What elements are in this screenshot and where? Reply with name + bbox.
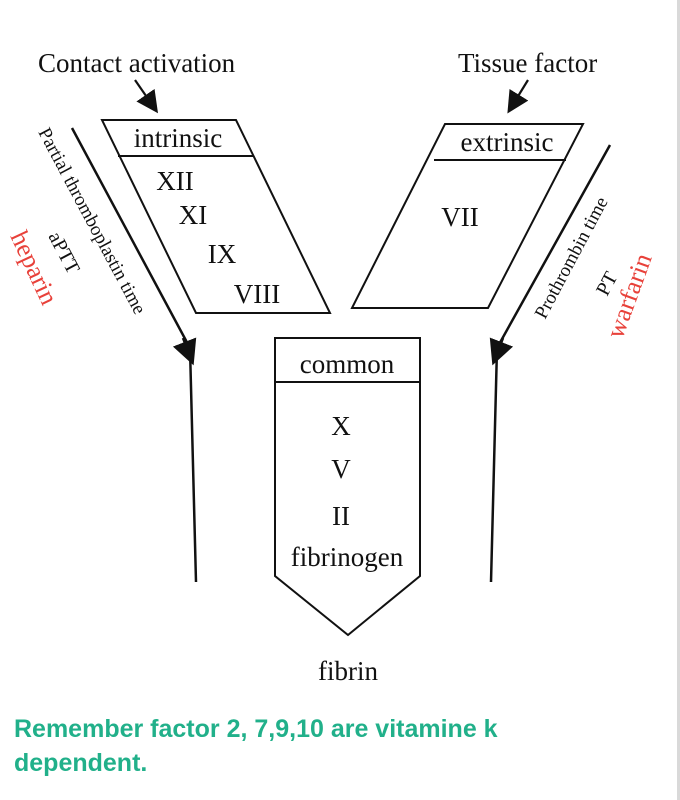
contact-activation-arrow <box>134 79 159 114</box>
intrinsic-factor: XI <box>179 200 208 230</box>
tissue-factor-arrow <box>507 79 529 114</box>
common-factor: II <box>332 501 350 531</box>
intrinsic-label: intrinsic <box>134 123 223 153</box>
extrinsic-pathway-box <box>350 123 585 309</box>
intrinsic-factor: XII <box>156 166 193 196</box>
pt-pathway-arrow <box>489 337 514 366</box>
intrinsic-pathway-box <box>100 119 332 314</box>
intrinsic-factor: IX <box>208 239 237 269</box>
tissue-factor-label: Tissue factor <box>458 48 597 78</box>
common-factor: X <box>331 411 351 441</box>
common-label: common <box>300 349 395 379</box>
extrinsic-factor: VII <box>441 202 478 232</box>
right-frame-edge <box>677 0 680 800</box>
contact-activation-label: Contact activation <box>38 48 236 78</box>
common-factor: V <box>331 454 351 484</box>
common-factor: fibrinogen <box>291 542 404 572</box>
extrinsic-label: extrinsic <box>461 127 554 157</box>
vitamin-k-caption: Remember factor 2, 7,9,10 are vitamine k… <box>14 715 498 777</box>
fibrin-label: fibrin <box>318 656 378 686</box>
intrinsic-factor: VIII <box>234 279 280 309</box>
common-pathway-box <box>274 337 421 637</box>
aptt-pathway-arrow <box>172 337 197 366</box>
